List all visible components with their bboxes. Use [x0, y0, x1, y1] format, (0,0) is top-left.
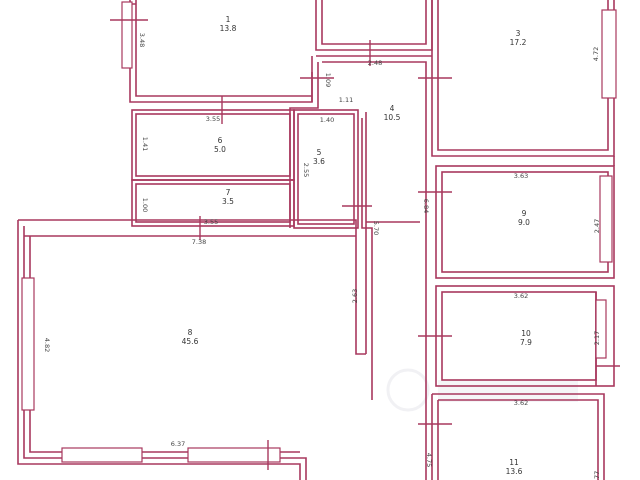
dim-room10-width: 3.62	[514, 292, 528, 300]
room-3-walls	[431, 0, 615, 157]
dim-top-center: 2.48	[368, 59, 382, 67]
room-6-area: 5.0	[214, 145, 226, 154]
doors	[110, 19, 620, 470]
room-10-inner	[441, 291, 597, 381]
room-5-walls	[297, 113, 355, 225]
room-4-number: 4	[390, 104, 395, 113]
window-room-8-left	[21, 277, 35, 411]
room-labels: 1 13.8 3 17.2 4 10.5 5 3.6 6 5.0 7 3.5 8…	[182, 15, 533, 476]
room-5-inner	[293, 109, 359, 229]
room-9-area: 9.0	[518, 218, 530, 227]
window-room-8-bottom-b	[187, 447, 281, 463]
dim-right-side: 6.84	[422, 199, 430, 213]
dim-corridor-small: 1.09	[324, 73, 332, 87]
window-room-1	[121, 1, 133, 69]
room-4-area: 10.5	[384, 113, 401, 122]
dim-room10-height: 2.17	[593, 331, 601, 345]
dim-room8-inner: 2.63	[351, 289, 359, 303]
room-11-area: 13.6	[506, 467, 523, 476]
window-room-3	[601, 9, 617, 99]
room-1-walls	[129, 0, 313, 103]
dim-corridor-length: 5.70	[372, 221, 380, 235]
dim-room1-height: 3.48	[138, 33, 146, 47]
dim-room11-width: 3.62	[514, 399, 528, 407]
room-7-area: 3.5	[222, 197, 234, 206]
dim-room9-height: 2.47	[593, 219, 601, 233]
dim-room5-width: 1.40	[320, 116, 334, 124]
room-10-number: 10	[521, 329, 531, 338]
corridor-walls	[361, 112, 420, 400]
room-11-walls	[431, 393, 605, 480]
window-room-10	[595, 299, 607, 359]
dim-room7-width: 3.55	[204, 218, 218, 226]
dim-room8-top: 7.38	[192, 238, 206, 246]
room-1-area: 13.8	[220, 24, 237, 33]
windows	[21, 1, 617, 463]
dim-corridor-width: 1.11	[339, 96, 353, 104]
dim-room11-left: 4.75	[425, 453, 433, 467]
room-6-number: 6	[218, 136, 223, 145]
room-7-number: 7	[226, 188, 231, 197]
room-9-walls	[435, 165, 615, 279]
room-5-number: 5	[317, 148, 322, 157]
room-9-number: 9	[522, 209, 527, 218]
dimension-labels: 3.48 2.48 1.09 1.11 4.72 3.55 1.41 1.40 …	[43, 33, 601, 480]
dim-room8-bottom: 6.37	[171, 440, 185, 448]
dim-room5-height: 2.55	[302, 163, 310, 177]
dim-room11-right: 2.77	[593, 471, 601, 480]
window-room-8-bottom-a	[61, 447, 143, 463]
room-5-area: 3.6	[313, 157, 325, 166]
dim-room6-width: 3.55	[206, 115, 220, 123]
room-2-walls	[315, 0, 433, 51]
dim-room3-height: 4.72	[592, 47, 600, 61]
dim-room8-height: 4.82	[43, 338, 51, 352]
room-10-area: 7.9	[520, 338, 532, 347]
room-3-area: 17.2	[510, 38, 527, 47]
dim-room6-height: 1.41	[141, 137, 149, 151]
room-1-number: 1	[226, 15, 231, 24]
window-room-9	[599, 175, 613, 263]
dim-room9-width: 3.63	[514, 172, 528, 180]
room-3-number: 3	[516, 29, 521, 38]
room-8-area: 45.6	[182, 337, 199, 346]
room-4-walls	[289, 55, 432, 228]
room-8-number: 8	[188, 328, 193, 337]
walls	[17, 0, 615, 480]
watermark	[386, 368, 578, 412]
room-7-walls	[135, 183, 291, 223]
room-6-walls	[135, 113, 291, 177]
room-8-walls	[17, 219, 366, 480]
dim-room7-height: 1.00	[141, 198, 149, 212]
right-outer-wall	[425, 80, 615, 480]
room-11-number: 11	[509, 458, 519, 467]
